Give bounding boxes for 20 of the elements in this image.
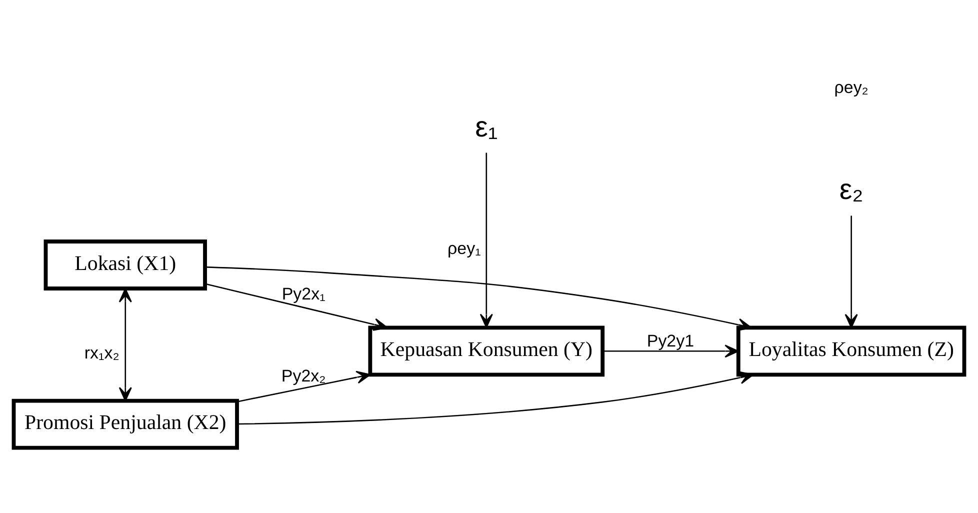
- node-text: ε₁: [475, 112, 498, 144]
- edge-label: rx₁x₂: [84, 343, 120, 362]
- arrow: [480, 152, 493, 328]
- edge-label: Py2y1: [646, 331, 694, 350]
- node-text: ε₂: [839, 174, 864, 206]
- arrow: [118, 288, 132, 402]
- edge-label: ρey₁: [448, 238, 481, 258]
- arrow: [237, 370, 371, 402]
- arrow: [844, 216, 858, 328]
- node-box: Promosi Penjualan (X2): [12, 398, 239, 450]
- arrow: [237, 371, 754, 425]
- node-box: Loyalitas Konsumen (Z): [736, 326, 966, 377]
- edge-label: Py2x₂: [281, 366, 326, 386]
- arrow: [205, 266, 752, 332]
- edge-label: Py2x₁: [282, 284, 326, 304]
- arrow: [602, 344, 739, 358]
- node-box: Kepuasan Konsumen (Y): [368, 326, 605, 377]
- arrow: [205, 283, 388, 331]
- label: ρey₂: [834, 78, 868, 98]
- node-box: Lokasi (X1): [44, 240, 207, 290]
